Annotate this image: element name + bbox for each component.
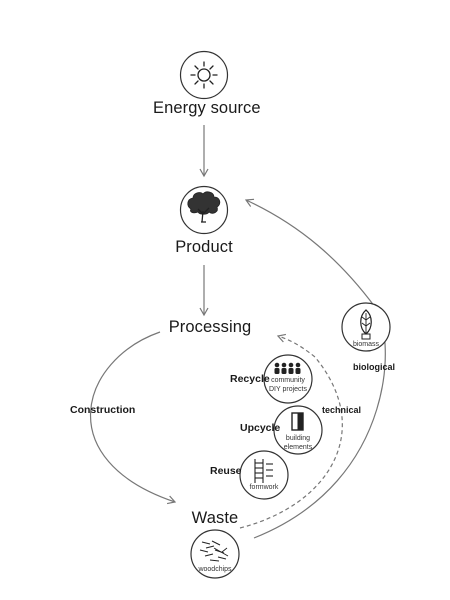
upcycle-label: Upcycle — [240, 422, 281, 434]
biological-label: biological — [353, 362, 396, 372]
energy-source-label: Energy source — [153, 99, 261, 117]
community-caption-line1: community — [271, 377, 305, 384]
recycle-label: Recycle — [230, 373, 270, 385]
biomass-caption: biomass — [352, 341, 380, 348]
ladder-icon — [239, 450, 289, 500]
woodchips-icon — [190, 529, 240, 579]
woodchips-caption: woodchips — [198, 566, 232, 573]
community-caption-line2: DIY projects — [269, 386, 307, 393]
formwork-caption: formwork — [249, 484, 279, 491]
processing-label: Processing — [168, 318, 252, 336]
people-icon — [263, 354, 313, 404]
waste-label: Waste — [191, 509, 239, 527]
sun-icon — [179, 50, 229, 100]
reuse-label: Reuse — [210, 465, 242, 477]
technical-label: technical — [322, 405, 362, 415]
building-caption-line2: elements — [283, 444, 313, 451]
arrow-construction — [90, 331, 177, 505]
door-icon — [273, 405, 323, 455]
construction-label: Construction — [70, 404, 136, 416]
arrow-technical — [239, 333, 343, 529]
product-label: Product — [175, 238, 233, 256]
tree-icon — [179, 185, 229, 235]
leaf-bulb-icon — [341, 302, 391, 352]
building-caption-line1: building — [285, 435, 311, 442]
